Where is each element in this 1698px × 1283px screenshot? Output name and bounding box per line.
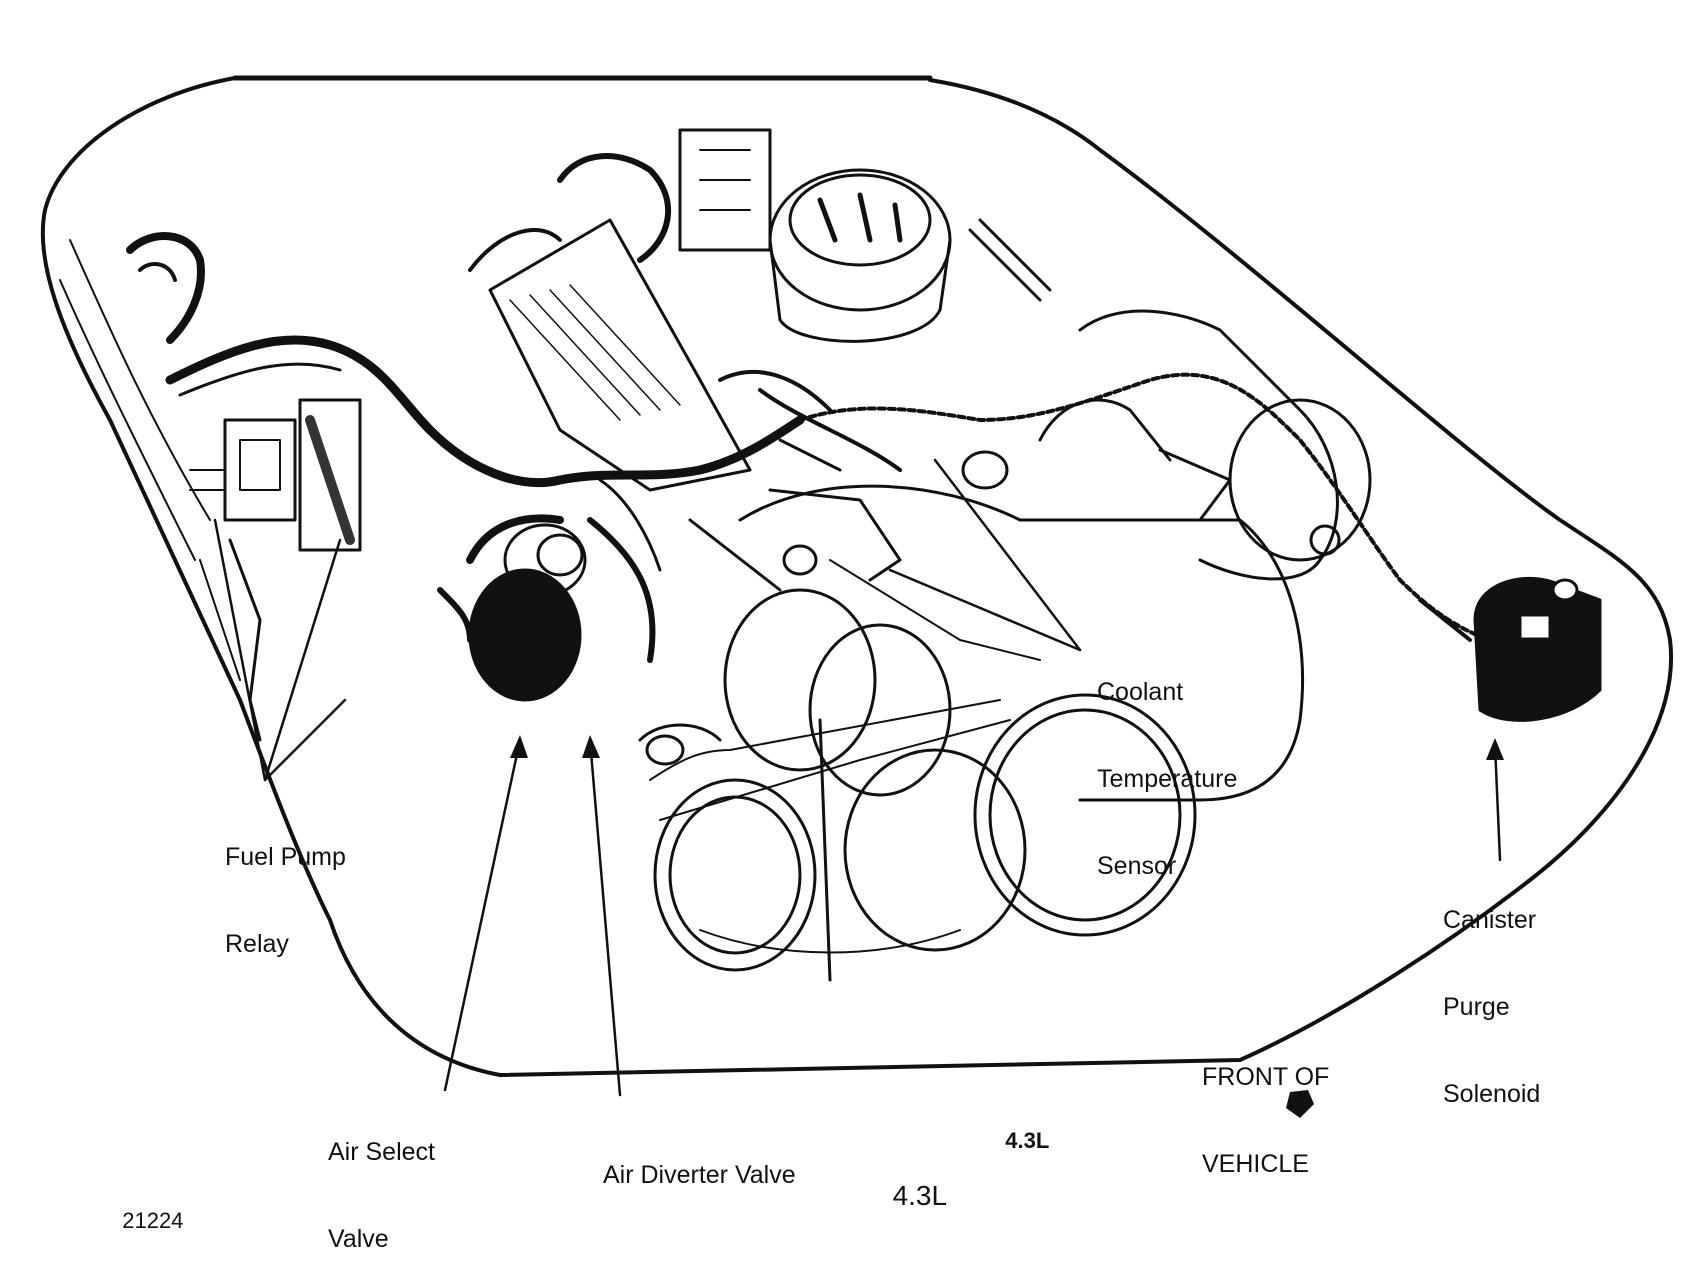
label-line: VEHICLE <box>1202 1150 1309 1178</box>
intake-plenum <box>468 153 752 492</box>
label-line: Purge <box>1443 993 1510 1021</box>
label-line: Sensor <box>1097 852 1177 880</box>
figure-caption: 4.3L <box>877 1152 948 1211</box>
accessory-bracket <box>961 309 1372 581</box>
figure-number: 21224 <box>110 1177 183 1235</box>
label-line: Air Diverter Valve <box>603 1161 796 1189</box>
pulleys <box>638 559 1197 982</box>
label-line: Fuel Pump <box>225 843 346 871</box>
label-line: Canister <box>1443 906 1537 934</box>
label-line: 4.3L <box>892 1180 948 1211</box>
label-canister-purge-solenoid: Canister Purge Solenoid <box>1443 848 1540 1138</box>
label-coolant-temperature-sensor: Coolant Temperature Sensor <box>1097 620 1237 910</box>
label-line: 21224 <box>122 1208 184 1233</box>
label-line: FRONT OF <box>1202 1063 1330 1091</box>
front-marker-icon <box>1286 1090 1314 1118</box>
label-line: Valve <box>328 1225 389 1253</box>
label-line: Solenoid <box>1443 1080 1541 1108</box>
canister-purge-solenoid <box>1418 577 1602 722</box>
label-line: Temperature <box>1097 765 1238 793</box>
label-front-of-vehicle: FRONT OF VEHICLE <box>1202 1005 1329 1208</box>
wiring-harness <box>126 232 1492 642</box>
label-line: Air Select <box>328 1138 435 1166</box>
label-air-diverter-valve: Air Diverter Valve <box>603 1103 796 1219</box>
engine-front-cover <box>688 438 1304 802</box>
fuel-pump-relay <box>189 398 362 742</box>
label-line: 4.3L <box>1005 1128 1050 1153</box>
leader-arrowheads <box>510 735 1504 760</box>
leader-lines <box>213 458 1502 1097</box>
label-line: Coolant <box>1097 678 1184 706</box>
compartment-outline <box>40 75 1674 1077</box>
air-valve-assembly <box>437 514 656 702</box>
throttle-body <box>678 128 1052 343</box>
label-line: Relay <box>225 930 289 958</box>
label-fuel-pump-relay: Fuel Pump Relay <box>225 785 346 988</box>
label-air-select-valve: Air Select Valve <box>328 1080 435 1283</box>
label-engine-small: 4.3L <box>993 1097 1049 1155</box>
